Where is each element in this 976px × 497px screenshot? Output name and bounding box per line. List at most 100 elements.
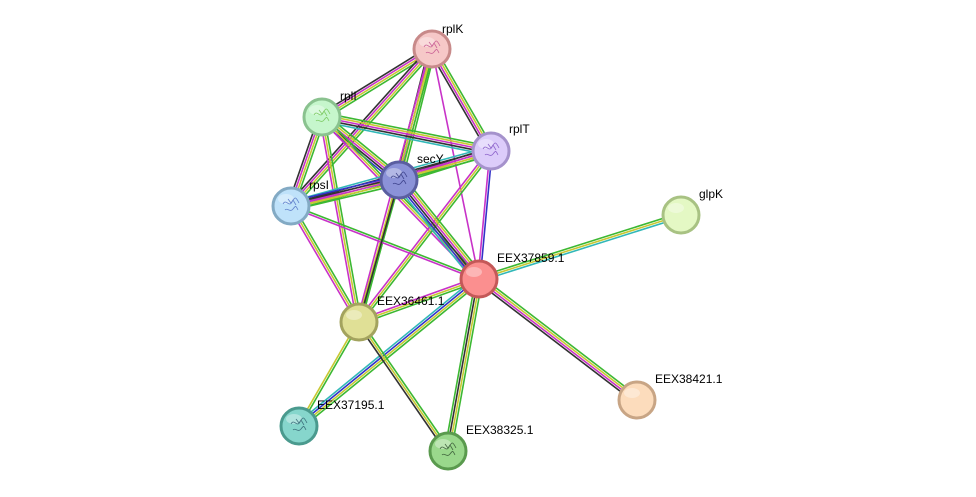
edge-rplK-rplT[interactable] (428, 46, 495, 154)
edge-evidence-line (321, 116, 492, 152)
edge-evidence-line (358, 179, 400, 323)
node-label: rpsI (309, 178, 329, 192)
edge-evidence-line (428, 50, 489, 154)
edge-evidence-line (319, 45, 431, 115)
node-EEX37859.1[interactable]: EEX37859.1 (459, 251, 565, 299)
edge-evidence-line (434, 46, 495, 150)
edge-EEX37859.1-EEX38325.1[interactable] (443, 278, 484, 452)
protein-structure-icon (482, 142, 500, 156)
node-circle[interactable] (428, 431, 468, 471)
node-circle[interactable] (412, 29, 452, 69)
node-EEX37195.1[interactable]: EEX37195.1 (279, 398, 385, 446)
node-rplT[interactable]: rplT (471, 122, 530, 171)
node-label: secY (417, 152, 444, 166)
edge-evidence-line (359, 180, 401, 323)
node-circle[interactable] (339, 302, 379, 342)
edge-evidence-line (321, 47, 432, 117)
edge-evidence-line (476, 280, 636, 404)
edge-evidence-line (402, 176, 484, 277)
edge-rpsI-EEX36461.1[interactable] (288, 204, 362, 324)
edge-evidence-line (322, 111, 493, 148)
edge-evidence-line (287, 46, 431, 205)
edge-EEX36461.1-EEX38325.1[interactable] (356, 320, 451, 453)
edge-evidence-line (357, 276, 479, 321)
edge-evidence-line (450, 279, 484, 452)
edge-evidence-line (358, 150, 492, 323)
edge-evidence-line (299, 322, 361, 427)
edge-evidence-line (394, 182, 476, 283)
node-highlight (466, 267, 482, 277)
edge-evidence-line (478, 214, 682, 280)
node-circle[interactable] (279, 406, 319, 446)
edge-evidence-line (479, 216, 682, 282)
edge-rplK-rplI[interactable] (319, 45, 435, 121)
node-label: EEX38325.1 (466, 423, 534, 437)
edge-evidence-line (291, 204, 480, 279)
edge-rplI-EEX36461.1[interactable] (319, 116, 362, 323)
edge-EEX37859.1-EEX36461.1[interactable] (357, 276, 481, 325)
edge-evidence-line (297, 277, 479, 426)
edge-rplT-EEX36461.1[interactable] (356, 149, 494, 324)
node-label: EEX37859.1 (497, 251, 565, 265)
edge-evidence-line (297, 321, 359, 426)
node-glpK[interactable]: glpK (661, 187, 723, 235)
protein-structure-icon (423, 40, 441, 54)
edge-evidence-line (480, 275, 640, 399)
edge-evidence-line (356, 149, 490, 322)
edge-evidence-line (477, 150, 491, 279)
edge-secY-EEX36461.1[interactable] (357, 179, 401, 323)
node-rplK[interactable]: rplK (412, 22, 463, 69)
protein-structure-icon (313, 108, 331, 122)
edge-EEX36461.1-secY[interactable] (358, 179, 400, 323)
node-secY[interactable]: secY (379, 152, 444, 200)
node-rplI[interactable]: rplI (302, 89, 357, 137)
node-circle[interactable] (271, 186, 311, 226)
edge-EEX36461.1-EEX37195.1[interactable] (297, 321, 361, 427)
edge-evidence-line (478, 212, 681, 278)
node-label: EEX38421.1 (655, 372, 723, 386)
edge-evidence-line (399, 178, 481, 279)
edge-rpsI-EEX37859.1[interactable] (290, 204, 480, 281)
node-circle[interactable] (302, 97, 342, 137)
edge-EEX37859.1-glpK[interactable] (478, 212, 682, 282)
edge-evidence-line (296, 275, 478, 425)
edge-rplI-rplT[interactable] (320, 111, 493, 157)
node-circle[interactable] (661, 195, 701, 235)
edge-evidence-line (322, 114, 492, 150)
edge-evidence-line (288, 206, 358, 324)
edge-evidence-line (395, 181, 478, 282)
edge-evidence-line (320, 120, 491, 157)
node-EEX38325.1[interactable]: EEX38325.1 (428, 423, 534, 471)
edge-rplT-EEX37859.1[interactable] (477, 150, 493, 280)
edge-evidence-line (448, 279, 481, 452)
edge-EEX37859.1-EEX38421.1[interactable] (476, 275, 640, 404)
edge-secY-EEX37859.1[interactable] (394, 176, 484, 283)
node-circle[interactable] (471, 131, 511, 171)
edge-evidence-line (358, 278, 480, 323)
edge-evidence-line (292, 204, 362, 322)
node-rpsI[interactable]: rpsI (271, 178, 329, 226)
edge-evidence-line (299, 279, 481, 428)
node-circle[interactable] (459, 259, 499, 299)
edge-evidence-line (359, 280, 481, 325)
edge-evidence-line (356, 322, 447, 453)
edge-evidence-line (357, 179, 399, 322)
edge-evidence-line (446, 278, 479, 451)
edge-evidence-line (358, 321, 449, 452)
node-highlight (624, 388, 640, 398)
node-circle[interactable] (617, 380, 657, 420)
node-EEX38421.1[interactable]: EEX38421.1 (617, 372, 723, 420)
edge-evidence-line (322, 49, 433, 119)
edge-EEX37859.1-EEX37195.1[interactable] (296, 275, 482, 430)
edge-evidence-line (360, 320, 451, 451)
edge-evidence-line (397, 180, 479, 281)
node-circle[interactable] (379, 160, 419, 200)
edge-evidence-line (479, 277, 639, 400)
node-EEX36461.1[interactable]: EEX36461.1 (339, 294, 445, 342)
edge-evidence-line (290, 206, 479, 281)
node-label: glpK (699, 187, 723, 201)
edge-evidence-line (432, 48, 493, 151)
edge-evidence-line (477, 279, 637, 402)
protein-structure-icon (439, 442, 457, 456)
